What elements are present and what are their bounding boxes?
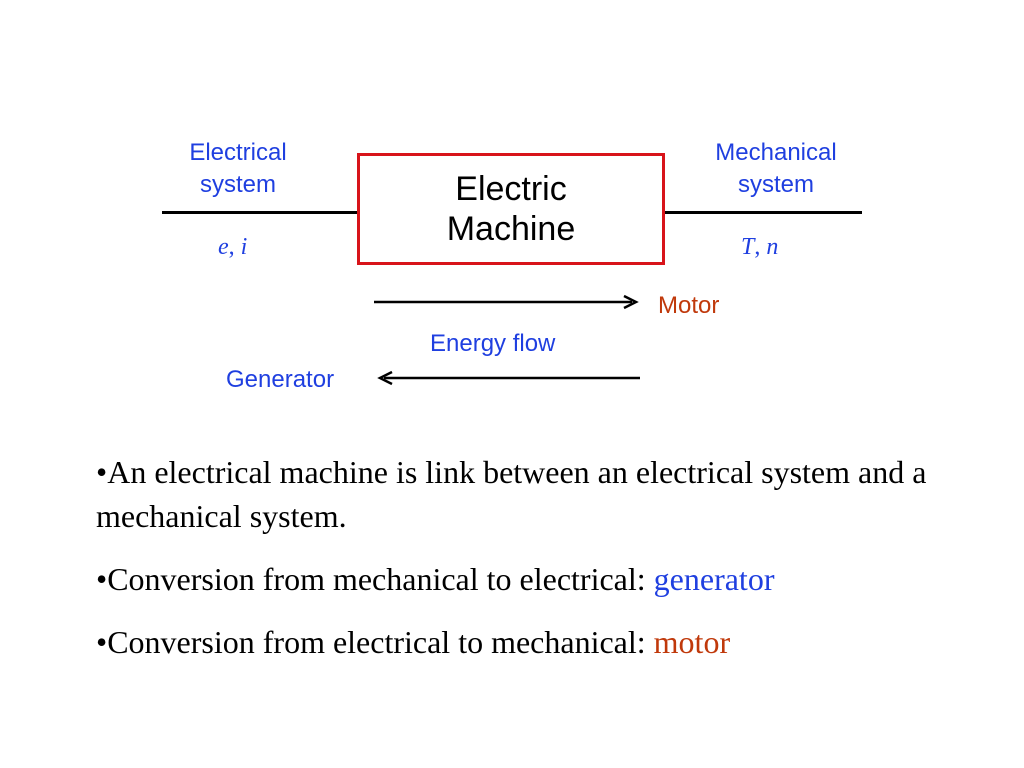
mechanical-label-line2: system (737, 171, 814, 198)
variable-separator: , (228, 234, 235, 260)
electrical-variables: e, i (218, 233, 247, 261)
variable-separator: , (754, 234, 761, 260)
machine-label-line2: Machine (446, 210, 576, 248)
motor-arrow (374, 294, 639, 310)
mechanical-system-label: Mechanical system (696, 137, 856, 201)
bullet-list: •An electrical machine is link between a… (96, 450, 976, 683)
bullet-text: •Conversion from electrical to mechanica… (96, 624, 654, 660)
generator-label: Generator (226, 366, 335, 393)
electrical-label-line2: system (199, 171, 276, 198)
bullet-item: •Conversion from mechanical to electrica… (96, 557, 976, 601)
current-symbol: i (240, 234, 248, 260)
electrical-connection-line (162, 211, 358, 214)
speed-symbol: n (766, 234, 779, 260)
generator-arrow (377, 370, 640, 386)
bullet-item: •An electrical machine is link between a… (96, 450, 976, 538)
energy-flow-label: Energy flow (430, 330, 556, 357)
generator-keyword: generator (653, 561, 775, 597)
motor-label: Motor (658, 292, 720, 319)
mechanical-connection-line (659, 211, 862, 214)
bullet-text: •An electrical machine is link between a… (96, 454, 927, 534)
torque-symbol: T (741, 234, 755, 260)
mechanical-variables: T, n (741, 233, 778, 261)
bullet-text: •Conversion from mechanical to electrica… (96, 561, 654, 597)
bullet-item: •Conversion from electrical to mechanica… (96, 620, 976, 664)
electrical-label-line1: Electrical (189, 139, 287, 166)
voltage-symbol: e (218, 234, 229, 260)
electrical-system-label: Electrical system (170, 137, 306, 201)
machine-label-line1: Electric (455, 170, 567, 208)
motor-keyword: motor (653, 624, 731, 660)
mechanical-label-line1: Mechanical (715, 139, 837, 166)
electric-machine-box: Electric Machine (357, 153, 665, 265)
